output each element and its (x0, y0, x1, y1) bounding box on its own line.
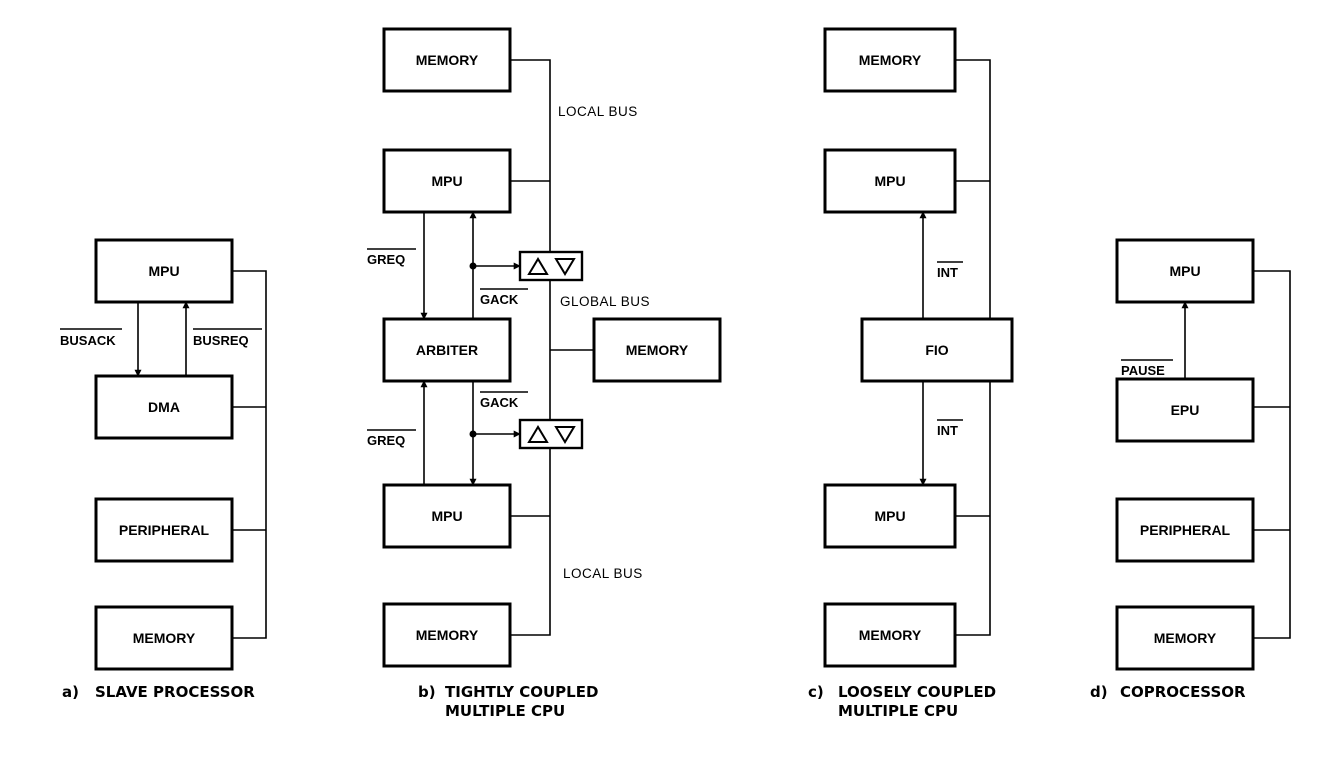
panel-d-caption-line1: COPROCESSOR (1120, 683, 1246, 701)
panel-b-gack-top-label: GACK (480, 292, 519, 307)
panel-c-loosely-coupled: MEMORY MPU FIO MPU MEMORY INT INT c) LOO… (808, 27, 1014, 720)
panel-b-memory-top-box (382, 27, 512, 93)
panel-c-caption-line1: LOOSELY COUPLED (838, 683, 996, 701)
panel-c-mpu-top-label: MPU (874, 173, 905, 189)
panel-c-mpu-top-box (823, 148, 957, 214)
panel-a-bus (232, 270, 267, 639)
panel-a-caption-line1: SLAVE PROCESSOR (95, 683, 255, 701)
panel-c-mpu-bottom-box (823, 483, 957, 549)
panel-a-memory-box (94, 605, 234, 671)
panel-b-transceiver-top-down-icon (554, 258, 576, 276)
panel-b-greq-bottom-label: GREQ (367, 433, 405, 448)
panel-c-bus-bottom (955, 381, 991, 636)
panel-b-memory-bottom-label: MEMORY (416, 627, 479, 643)
panel-b-gack-bottom-label: GACK (480, 395, 519, 410)
panel-b-greq-top-label: GREQ (367, 252, 405, 267)
panel-c-memory-top-box (823, 27, 957, 93)
panel-c-bus-top (955, 59, 991, 319)
panel-b-global-bus (549, 280, 594, 420)
panel-d-coprocessor: MPU EPU PERIPHERAL MEMORY PAUSE d) COPRO… (1090, 238, 1291, 701)
panel-b-memory-global-box (592, 317, 722, 383)
panel-b-memory-top-label: MEMORY (416, 52, 479, 68)
panel-c-caption-line2: MULTIPLE CPU (838, 702, 958, 720)
panel-a-slave-processor: MPU DMA PERIPHERAL MEMORY BUSACK BUSREQ … (60, 238, 267, 701)
panel-b-arbiter-label: ARBITER (416, 342, 478, 358)
panel-c-memory-bottom-box (823, 602, 957, 668)
panel-b-arbiter-box (382, 317, 512, 383)
panel-d-memory-box (1115, 605, 1255, 671)
panel-a-memory-label: MEMORY (133, 630, 196, 646)
panel-b-local-bus-bottom-label: LOCAL BUS (563, 566, 643, 581)
panel-d-bus (1253, 270, 1291, 639)
panel-b-transceiver-bottom-up-icon (527, 425, 549, 443)
panel-c-memory-bottom-label: MEMORY (859, 627, 922, 643)
panel-b-transceiver-top-up-icon (527, 257, 549, 275)
panel-b-mpu-bottom-label: MPU (431, 508, 462, 524)
panel-a-caption-letter: a) (62, 683, 79, 701)
panel-a-peripheral-label: PERIPHERAL (119, 522, 210, 538)
panel-d-mpu-box (1115, 238, 1255, 304)
panel-b-transceiver-bottom (518, 418, 584, 450)
panel-b-memory-global-label: MEMORY (626, 342, 689, 358)
panel-b-global-bus-label: GLOBAL BUS (560, 294, 650, 309)
panel-d-pause-label: PAUSE (1121, 363, 1165, 378)
panel-c-caption-letter: c) (808, 683, 824, 701)
panel-c-mpu-bottom-label: MPU (874, 508, 905, 524)
panel-c-fio-label: FIO (925, 342, 948, 358)
panel-a-mpu-box (94, 238, 234, 304)
panel-b-local-bus-top-label: LOCAL BUS (558, 104, 638, 119)
panel-b-mpu-top-box (382, 148, 512, 214)
panel-a-busack-label: BUSACK (60, 333, 116, 348)
panel-c-memory-top-label: MEMORY (859, 52, 922, 68)
panel-a-busreq-label: BUSREQ (193, 333, 249, 348)
panel-a-dma-box (94, 374, 234, 440)
panel-a-mpu-label: MPU (148, 263, 179, 279)
panel-d-peripheral-label: PERIPHERAL (1140, 522, 1231, 538)
panel-b-local-bus-top (510, 59, 551, 264)
panel-b-memory-bottom-box (382, 602, 512, 668)
panel-b-caption-letter: b) (418, 683, 436, 701)
panel-b-mpu-top-label: MPU (431, 173, 462, 189)
panel-b-caption-line1: TIGHTLY COUPLED (445, 683, 598, 701)
panel-d-caption-letter: d) (1090, 683, 1108, 701)
panel-c-fio-box (860, 317, 1014, 383)
panel-b-mpu-bottom-box (382, 483, 512, 549)
panel-b-transceiver-bottom-down-icon (554, 426, 576, 444)
panel-c-int-top-label: INT (937, 265, 958, 280)
panel-c-int-bottom-label: INT (937, 423, 958, 438)
panel-b-caption-line2: MULTIPLE CPU (445, 702, 565, 720)
panel-d-mpu-label: MPU (1169, 263, 1200, 279)
panel-d-memory-label: MEMORY (1154, 630, 1217, 646)
panel-d-epu-label: EPU (1171, 402, 1200, 418)
panel-a-dma-label: DMA (148, 399, 180, 415)
panel-b-local-bus-bottom (510, 448, 551, 636)
panel-b-tightly-coupled: MEMORY MPU ARBITER MEMORY MPU MEMORY LOC… (367, 27, 722, 720)
panel-a-peripheral-box (94, 497, 234, 563)
panel-d-peripheral-box (1115, 497, 1255, 563)
panel-b-transceiver-top (518, 250, 584, 282)
